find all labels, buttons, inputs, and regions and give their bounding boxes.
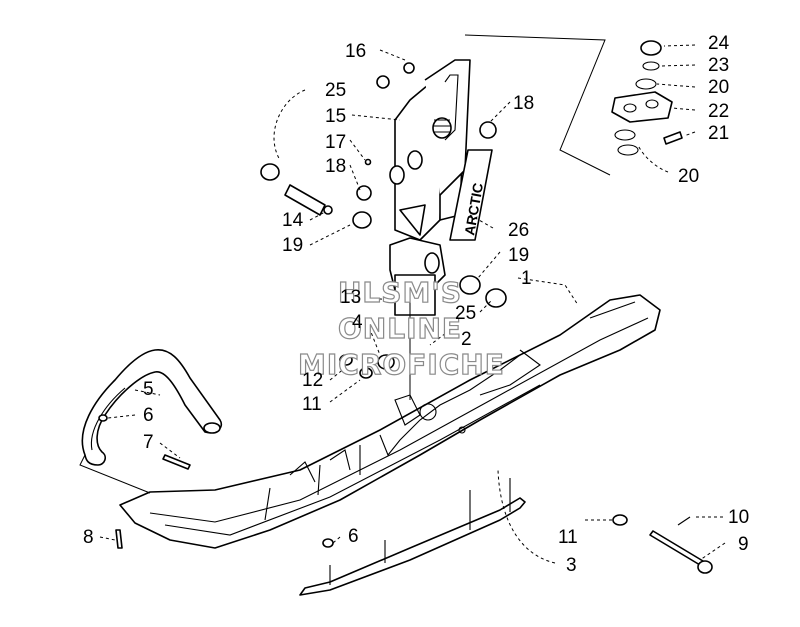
- callout-19a: 19: [282, 235, 303, 256]
- watermark-line-2: ONLINE: [338, 312, 462, 345]
- callout-16: 16: [345, 41, 366, 62]
- callout-15: 15: [325, 106, 346, 127]
- callout-20a: 20: [708, 77, 729, 98]
- callout-25b: 25: [455, 303, 476, 324]
- spindle-bolt: [612, 514, 713, 574]
- watermark: HLSM'S ONLINE MICROFICHE: [297, 275, 505, 381]
- callout-2: 2: [461, 329, 472, 350]
- top-hardware: [376, 62, 415, 89]
- callout-26: 26: [508, 220, 529, 241]
- callout-11a: 11: [558, 527, 578, 548]
- callout-7: 7: [143, 432, 154, 453]
- watermark-line-1: HLSM'S: [338, 276, 462, 309]
- callout-17: 17: [325, 132, 346, 153]
- callout-6a: 6: [143, 405, 154, 426]
- callout-22: 22: [708, 101, 729, 122]
- watermark-line-3: MICROFICHE: [298, 348, 505, 381]
- leader-lines: [79, 34, 726, 564]
- callout-3: 3: [566, 555, 577, 576]
- callout-11b: 11: [302, 394, 322, 415]
- callout-4: 4: [352, 312, 363, 333]
- ski-handle: [81, 349, 223, 466]
- callout-5: 5: [143, 379, 154, 400]
- callout-18b: 18: [513, 93, 534, 114]
- wear-bar: [299, 478, 526, 596]
- shock-mount-assembly: [611, 40, 683, 156]
- callout-12: 12: [302, 370, 323, 391]
- bushings-right: [459, 121, 507, 308]
- callout-20b: 20: [678, 166, 699, 187]
- handle-fasteners: [115, 354, 395, 549]
- callout-10: 10: [728, 507, 749, 528]
- callout-21: 21: [708, 123, 729, 144]
- callout-25a: 25: [325, 80, 346, 101]
- callout-14: 14: [282, 210, 304, 231]
- callout-18a: 18: [325, 156, 346, 177]
- spindle-block: [389, 237, 446, 316]
- callout-13: 13: [340, 287, 361, 308]
- callout-1: 1: [521, 268, 532, 289]
- bushings-left: [260, 158, 372, 229]
- callout-23: 23: [708, 55, 729, 76]
- callout-9: 9: [738, 534, 749, 555]
- ski-body: [119, 294, 661, 549]
- callout-19b: 19: [508, 245, 529, 266]
- spindle-housing: [389, 59, 471, 241]
- callout-labels: 1 2 3 4 5 6 6 7 8 9 10 11 11 12 13 14 15…: [83, 33, 749, 576]
- callout-6b: 6: [348, 526, 359, 547]
- callout-8: 8: [83, 527, 94, 548]
- callout-24: 24: [708, 33, 730, 54]
